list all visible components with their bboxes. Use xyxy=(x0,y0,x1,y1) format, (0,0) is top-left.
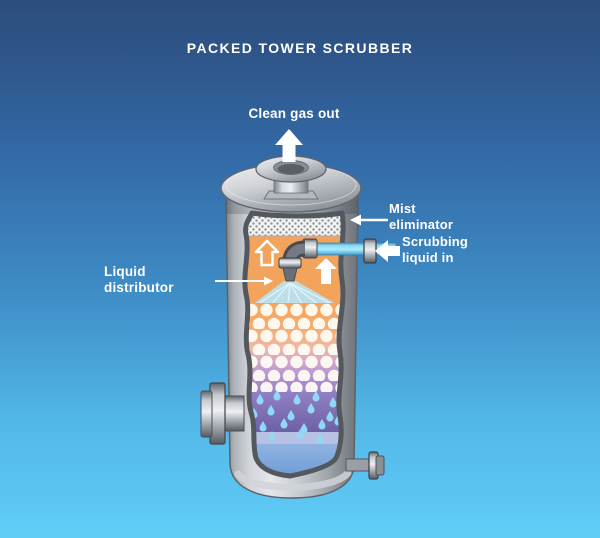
label-line: Scrubbing xyxy=(402,234,469,249)
packing-bed xyxy=(244,303,344,393)
label-scrubbing-liquid-in: Scrubbing liquid in xyxy=(402,234,522,265)
cutaway-torn-edge xyxy=(242,210,346,479)
diagram-title: PACKED TOWER SCRUBBER xyxy=(186,40,414,56)
scrubbing-liquid-pipe xyxy=(278,238,397,282)
pipe-wall-flange xyxy=(363,238,377,264)
distributor-collar xyxy=(278,257,302,269)
drain-cap xyxy=(375,455,385,476)
mist-eliminator-band xyxy=(244,213,344,237)
label-liquid-distributor: Liquid distributor xyxy=(104,264,224,296)
gas-inlet-nozzle xyxy=(200,382,245,445)
liquid-distributor-nozzle xyxy=(282,267,298,282)
label-clean-gas-out: Clean gas out xyxy=(248,106,340,121)
elbow-collar xyxy=(302,238,318,259)
scrubbing-liquid-arrow-icon xyxy=(375,240,400,262)
gas-up-arrow-solid-icon xyxy=(315,258,337,284)
clean-gas-up-arrow-icon xyxy=(275,129,303,162)
label-mist-eliminator: Mist eliminator xyxy=(389,201,499,232)
spray-cone xyxy=(252,281,338,305)
label-line: liquid in xyxy=(402,249,454,265)
mist-eliminator-arrow-icon xyxy=(350,214,388,226)
label-line: Liquid xyxy=(104,264,146,279)
label-line: distributor xyxy=(104,280,174,296)
inlet-cap xyxy=(200,390,213,438)
liquid-distributor-pointer-icon xyxy=(215,276,273,286)
label-line: eliminator xyxy=(389,216,454,232)
nozzle-bore xyxy=(277,164,305,174)
clean-gas-outlet-nozzle xyxy=(255,155,327,200)
label-line: Mist xyxy=(389,201,416,216)
bottom-rim xyxy=(234,469,352,491)
drain-nozzle xyxy=(345,451,385,480)
gas-up-arrow-outline-icon xyxy=(254,239,280,267)
annotation-arrows xyxy=(215,129,400,286)
